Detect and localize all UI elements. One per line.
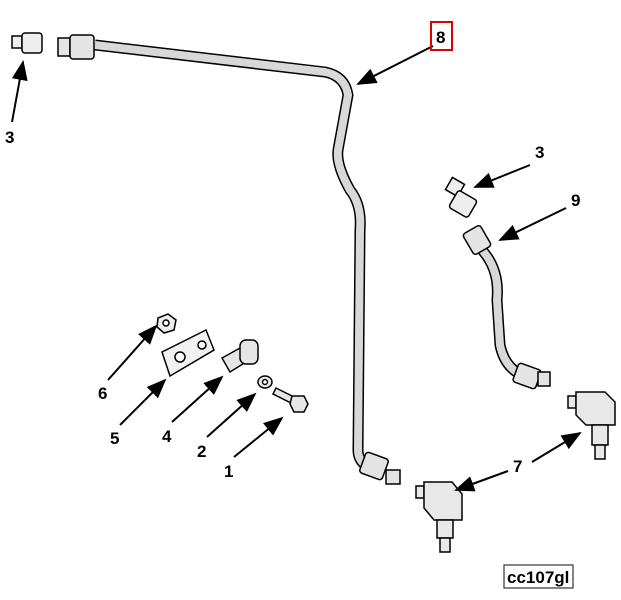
callout-5: 5 [110, 429, 119, 448]
arrow-7-bottom [454, 470, 509, 492]
callout-3-top: 3 [5, 128, 14, 147]
callout-9: 9 [571, 191, 580, 210]
callout-4: 4 [162, 427, 172, 446]
arrow-8 [356, 45, 434, 85]
nut-8-bottom [359, 451, 401, 485]
tube-8 [94, 39, 373, 473]
arrow-5 [119, 378, 167, 426]
arrow-3-top [11, 60, 28, 123]
callout-8: 8 [436, 28, 445, 47]
nut-top [57, 34, 95, 60]
elbow-7-bottom [415, 481, 463, 553]
arrow-3-right [473, 164, 531, 188]
arrow-7-right [531, 431, 582, 463]
figure-code: cc107gl [507, 568, 569, 587]
washer-2 [257, 375, 273, 389]
callout-6: 6 [98, 384, 107, 403]
callout-8-highlight-box [430, 21, 453, 51]
arrow-2 [206, 392, 257, 438]
elbow-7-right [567, 391, 616, 460]
nut-9-bottom [512, 362, 551, 390]
callout-1: 1 [224, 462, 233, 481]
tube-9 [477, 246, 531, 384]
figure-code-box [503, 564, 574, 589]
leader-lines [11, 45, 582, 492]
arrow-6 [107, 324, 158, 381]
clip-4 [220, 339, 259, 374]
plate-5 [161, 328, 215, 378]
arrow-1 [233, 416, 284, 458]
arrow-9 [498, 207, 567, 241]
nut-6 [156, 313, 177, 334]
nut-9-top [462, 224, 492, 256]
callout-3-right: 3 [535, 143, 544, 162]
callout-2: 2 [197, 442, 206, 461]
fitting-3-top [11, 32, 43, 54]
callout-7: 7 [513, 457, 522, 476]
bolt-1 [271, 386, 309, 413]
fitting-3-right [444, 176, 478, 218]
arrow-4 [171, 375, 224, 423]
